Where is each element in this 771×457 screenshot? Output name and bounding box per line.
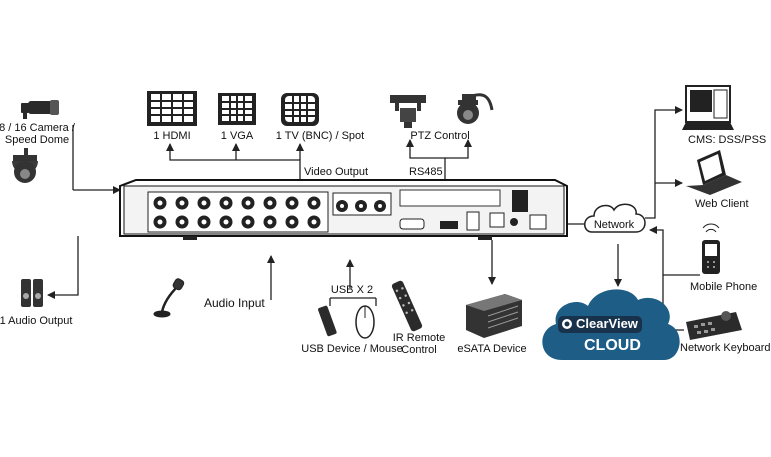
cloud-word: CLOUD: [584, 337, 641, 354]
vga-port: [399, 218, 425, 230]
network-keyboard-icon: [686, 311, 742, 340]
hdmi-monitor-icon: [147, 91, 197, 126]
vga-label: 1 VGA: [220, 130, 254, 142]
bnc-port-row-1: [153, 196, 321, 210]
connection-diagram: 8 / 16 Camera / Speed Dome 1 HDMI 1 VGA …: [0, 85, 771, 360]
audio-input-label: Audio Input: [204, 296, 265, 310]
vga-monitor-icon: [218, 93, 256, 125]
ptz-arrow-left: [406, 139, 446, 180]
hdmi-arrow: [166, 143, 301, 182]
audio-output-arrow: [47, 236, 79, 299]
speed-dome-label: Speed Dome: [4, 134, 70, 146]
cms-computer-icon: [682, 85, 734, 130]
rear-panel-plate: [399, 189, 501, 207]
ir-remote-label: IR Remote: [392, 332, 446, 344]
video-out-ports: [332, 192, 392, 216]
mobile-phone-label: Mobile Phone: [690, 281, 758, 293]
audio-output-label: 1 Audio Output: [0, 315, 73, 327]
clearview-cloud: [542, 289, 680, 360]
tv-monitor-icon: [281, 93, 319, 126]
microphone-icon: [153, 278, 185, 318]
network-input-arrow: [649, 226, 664, 330]
dvr-unit: [119, 179, 568, 240]
lan-port: [489, 212, 505, 228]
web-client-label: Web Client: [695, 198, 749, 210]
ir-control-label: Control: [401, 344, 437, 356]
usb-ports: [466, 211, 480, 231]
esata-device-icon: [466, 294, 522, 338]
ptz-arrow-right: [445, 139, 472, 159]
video-output-label: Video Output: [304, 166, 369, 178]
mobile-phone-icon: [702, 223, 720, 274]
usb-x2-label: USB X 2: [330, 284, 374, 296]
usb-device-label: USB Device / Mouse: [301, 343, 403, 355]
bullet-camera-icon: [21, 100, 59, 119]
esata-port: [510, 218, 518, 226]
network-label: Network: [593, 219, 635, 231]
network-keyboard-label: Network Keyboard: [680, 342, 771, 354]
hdmi-label: 1 HDMI: [153, 130, 191, 142]
speaker-icon: [21, 279, 43, 307]
ir-remote-icon: [391, 280, 423, 332]
cms-label: CMS: DSS/PSS: [688, 134, 767, 146]
power-input: [529, 214, 547, 230]
ptz-dome-icon: [457, 93, 494, 124]
ptz-bracket-camera-icon: [390, 95, 426, 128]
network-cloud-icon: [584, 203, 646, 233]
usb-device-mouse-icon: [318, 297, 377, 339]
clearview-brand: ClearView: [576, 316, 638, 331]
hdmi-port: [440, 221, 458, 229]
power-switch: [512, 190, 528, 212]
rs485-label: RS485: [409, 166, 443, 178]
diagram-graphics: [12, 85, 742, 360]
bnc-ports: [147, 191, 329, 233]
ptz-control-label: PTZ Control: [410, 130, 470, 142]
speed-dome-icon: [12, 148, 38, 183]
camera-label: 8 / 16 Camera /: [0, 122, 75, 134]
bnc-port-row-2: [153, 215, 321, 229]
esata-label: eSATA Device: [457, 343, 527, 355]
laptop-icon: [686, 150, 742, 195]
cms-arrow: [645, 106, 683, 219]
tv-label: 1 TV (BNC) / Spot: [275, 130, 365, 142]
